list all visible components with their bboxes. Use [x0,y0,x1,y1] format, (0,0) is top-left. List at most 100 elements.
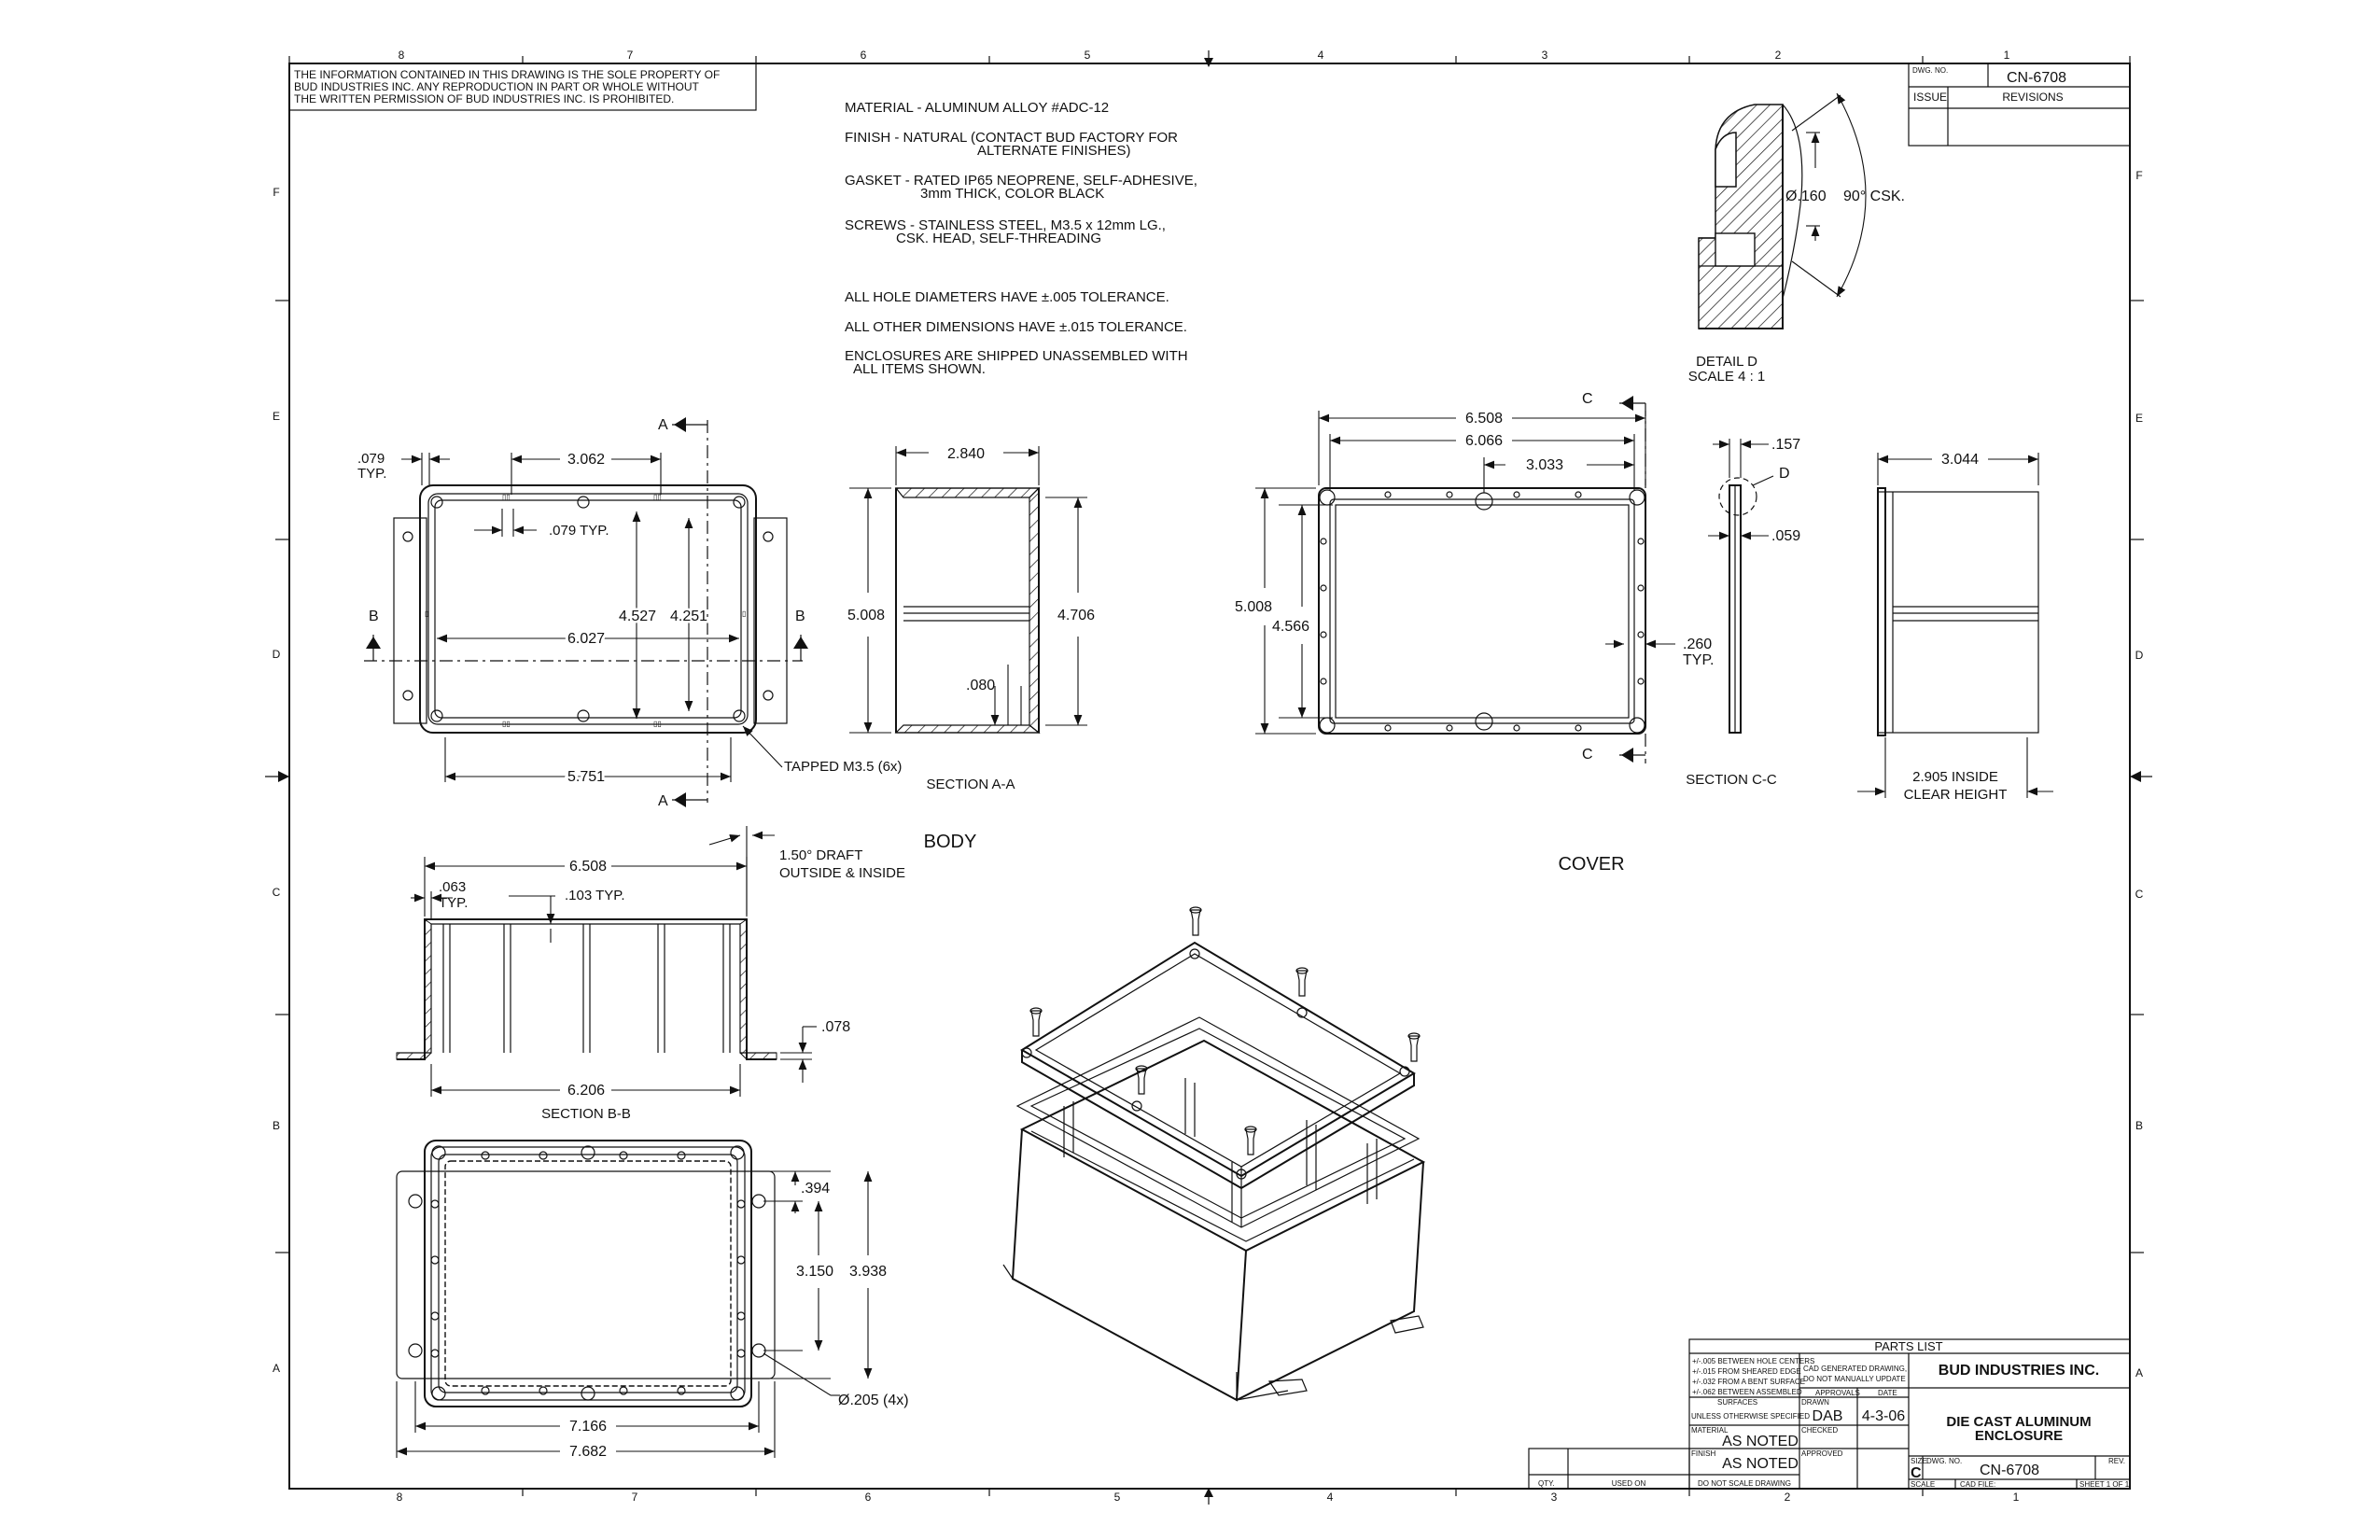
sheet-label: SHEET 1 OF 1 [2079,1480,2130,1489]
drawn-date: 4-3-06 [1862,1408,1905,1424]
tolerance-line: +/-.015 FROM SHEARED EDGE [1692,1367,1801,1376]
dimension-label: .059 [1771,528,1800,544]
section-marker-a: A [658,417,668,433]
zone-label: A [2135,1366,2143,1379]
dimension-label: 4.251 [670,609,707,624]
detail-ref-d: D [1779,466,1790,482]
note-hole-tolerance: ALL HOLE DIAMETERS HAVE ±.005 TOLERANCE. [845,289,1169,305]
dimension-label: 3.062 [567,452,605,468]
body-top-view: ▯▯▯▯ ▯▯▯▯ ▯▯ A A B B .079 TYP. 3.062 .07… [357,417,902,809]
clear-height-label: CLEAR HEIGHT [1904,787,2008,803]
section-bb: 6.508 .063 TYP. .103 TYP. 1.50° DRAFT OU… [396,826,905,1122]
callout-tapped: TAPPED M3.5 (6x) [784,759,902,775]
svg-text:▯▯: ▯▯ [502,720,511,728]
dimension-label: TYP. [1683,652,1715,668]
side-view: 3.044 2.905 INSIDE CLEAR HEIGHT [1857,452,2053,803]
dimension-label: .157 [1771,437,1800,453]
svg-text:▯: ▯ [742,609,746,618]
date-label: DATE [1878,1389,1897,1397]
body-label: BODY [924,832,977,852]
cover-label: COVER [1558,854,1624,875]
dimension-label: 6.066 [1465,433,1503,449]
zone-label: F [2135,169,2142,182]
revision-block: DWG. NO. CN-6708 ISSUE REVISIONS [1908,63,2131,147]
dimension-label: 4.527 [619,609,656,624]
revisions-label: REVISIONS [2002,91,2063,104]
svg-text:▯▯: ▯▯ [653,493,662,501]
tolerance-line: +/-.062 BETWEEN ASSEMBLED [1692,1388,1802,1396]
zone-column-labels-top: 8 7 6 5 4 3 2 1 [399,49,2010,62]
dimension-label: TYP. [439,895,468,911]
cover-top-view: C C 6.508 6.066 3.033 5.008 4.566 .260 T… [1235,391,1715,763]
finish-label: FINISH [1691,1449,1715,1458]
clear-height-label: 2.905 INSIDE [1912,769,1998,785]
note-screws: CSK. HEAD, SELF-THREADING [896,231,1101,246]
dwg-no-label: DWG. NO. [1912,66,1948,75]
note-shipping: ENCLOSURES ARE SHIPPED UNASSEMBLED WITH [845,348,1188,364]
drawing-title: DIE CAST ALUMINUM [1946,1414,2091,1430]
approvals-label: APPROVALS [1815,1389,1860,1397]
dimension-label: .394 [801,1181,830,1197]
note-gasket: GASKET - RATED IP65 NEOPRENE, SELF-ADHES… [845,173,1197,189]
dimension-label: .080 [966,678,995,693]
material-value: AS NOTED [1722,1434,1799,1449]
drawn-by: DAB [1813,1408,1843,1424]
note-material: MATERIAL - ALUMINUM ALLOY #ADC-12 [845,100,1109,116]
callout-hole-dia: Ø.205 (4x) [838,1393,909,1408]
issue-label: ISSUE [1913,91,1947,104]
size-value: C [1911,1465,1922,1481]
zone-label: 1 [2004,49,2010,62]
dimension-label: 4.566 [1272,619,1309,635]
dimension-label: 5.008 [847,608,885,623]
dimension-label: .079 TYP. [549,523,609,539]
used-on-label: USED ON [1612,1479,1646,1488]
dimension-label: 5.008 [1235,599,1272,615]
zone-label: 6 [861,49,867,62]
zone-label: E [2135,412,2143,425]
draft-note: OUTSIDE & INSIDE [779,865,905,881]
dwg-no: CN-6708 [2007,70,2066,86]
zone-label: 4 [1327,1491,1334,1504]
zone-label: F [273,186,279,199]
no-scale-note: DO NOT SCALE DRAWING [1698,1479,1791,1488]
detail-d: Ø.160 90° CSK. DETAIL D SCALE 4 : 1 [1688,92,1905,385]
note-finish: FINISH - NATURAL (CONTACT BUD FACTORY FO… [845,130,1178,146]
dimension-label: TYP. [357,466,386,482]
tolerance-line: SURFACES [1717,1398,1757,1407]
dimension-label: 6.508 [1465,411,1503,427]
zone-label: 7 [627,49,634,62]
dimension-label: 6.508 [569,859,607,875]
unless-specified: UNLESS OTHERWISE SPECIFIED [1691,1412,1810,1421]
cad-note: DO NOT MANUALLY UPDATE [1803,1375,1906,1383]
section-bb-label: SECTION B-B [541,1106,631,1122]
zone-label: 4 [1318,49,1324,62]
zone-label: C [2135,888,2144,901]
proprietary-notice: THE INFORMATION CONTAINED IN THIS DRAWIN… [288,63,757,111]
dimension-label: 6.027 [567,631,605,647]
zone-column-labels-bottom: 8 7 6 5 4 3 2 1 [397,1491,2020,1504]
zone-label: C [273,886,281,899]
zone-label: 3 [1551,1491,1558,1504]
section-aa: 2.840 5.008 4.706 .080 SECTION A-A [847,446,1095,792]
dimension-label: 4.706 [1057,608,1095,623]
dimension-label: 3.150 [796,1264,833,1280]
dimension-label: 7.682 [569,1444,607,1460]
zone-label: B [273,1119,280,1132]
zone-label: 2 [1785,1491,1791,1504]
general-notes: MATERIAL - ALUMINUM ALLOY #ADC-12 FINISH… [845,100,1197,377]
svg-text:▯: ▯ [425,609,428,618]
zone-label: 3 [1542,49,1548,62]
dimension-label: .103 TYP. [565,888,625,903]
note-finish: ALTERNATE FINISHES) [977,143,1130,159]
qty-label: QTY. [1538,1479,1555,1488]
zone-label: 5 [1114,1491,1121,1504]
dimension-label: .260 [1683,637,1712,652]
tolerance-line: +/-.032 FROM A BENT SURFACE [1692,1378,1805,1386]
detail-d-scale: SCALE 4 : 1 [1688,369,1766,385]
rev-label: REV. [2108,1457,2125,1465]
zone-label: 7 [632,1491,638,1504]
draft-note: 1.50° DRAFT [779,847,862,863]
dimension-label: .078 [821,1019,850,1035]
section-cc: .157 D .059 SECTION C-C [1686,437,1800,788]
dimension-label: 2.840 [947,446,985,462]
